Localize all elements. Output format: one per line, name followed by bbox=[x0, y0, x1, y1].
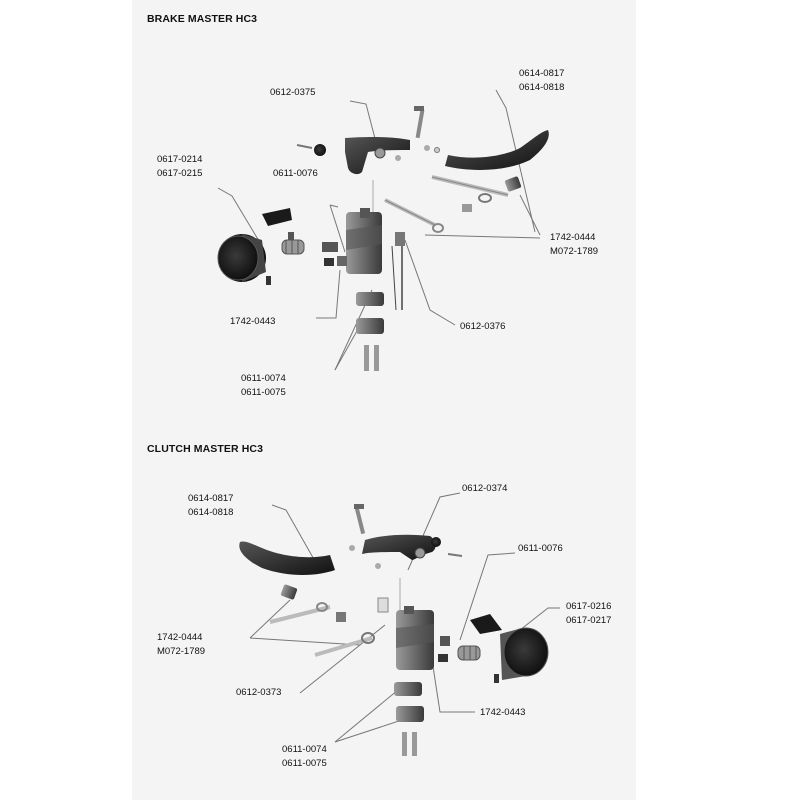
brake-master-body bbox=[346, 180, 405, 311]
brake-part-label-reservoir: 0617-0214 0617-0215 bbox=[157, 154, 203, 179]
brake-part-label-lever: 0614-0817 0614-0818 bbox=[519, 68, 565, 93]
clutch-part-label-lever: 0614-0817 0614-0818 bbox=[188, 493, 234, 518]
clutch-rods bbox=[269, 584, 389, 657]
clutch-part-label-body: 0612-0373 bbox=[236, 687, 282, 698]
clutch-part-label-reservoir: 0617-0216 0617-0217 bbox=[566, 601, 612, 626]
brake-assembly bbox=[217, 89, 549, 371]
diagram-sheet bbox=[132, 0, 636, 800]
clutch-part-label-clamp: 0611-0074 0611-0075 bbox=[282, 744, 327, 769]
clutch-part-label-lever-upper: 0612-0374 bbox=[462, 483, 508, 494]
brake-part-label-hose: 1742-0443 bbox=[230, 316, 276, 327]
brake-rods bbox=[384, 175, 522, 233]
brake-part-label-lever-upper: 0612-0375 bbox=[270, 87, 316, 98]
clutch-section-title: CLUTCH MASTER HC3 bbox=[147, 443, 264, 455]
clutch-master-body bbox=[396, 578, 450, 670]
brake-part-label-clamp: 0611-0074 0611-0075 bbox=[241, 373, 286, 398]
clutch-reservoir bbox=[457, 614, 549, 683]
brake-part-label-rods: 1742-0444 M072-1789 bbox=[550, 232, 599, 257]
clutch-part-label-hose: 1742-0443 bbox=[480, 707, 526, 718]
brake-section-title: BRAKE MASTER HC3 bbox=[147, 13, 258, 25]
brake-part-label-switch: 0612-0376 bbox=[460, 321, 506, 332]
clutch-part-label-rods: 1742-0444 M072-1789 bbox=[157, 632, 206, 657]
clutch-part-label-pivot: 0611-0076 bbox=[518, 543, 563, 554]
brake-lever-blade bbox=[445, 130, 549, 170]
brake-reservoir bbox=[217, 208, 347, 285]
brake-clamp bbox=[356, 292, 384, 371]
clutch-lever-upper bbox=[362, 534, 436, 560]
brake-lever-upper bbox=[345, 136, 410, 175]
brake-part-label-pivot: 0611-0076 bbox=[273, 168, 318, 179]
clutch-lever-blade bbox=[239, 541, 335, 575]
clutch-clamp bbox=[394, 682, 424, 756]
clutch-assembly bbox=[239, 492, 560, 756]
